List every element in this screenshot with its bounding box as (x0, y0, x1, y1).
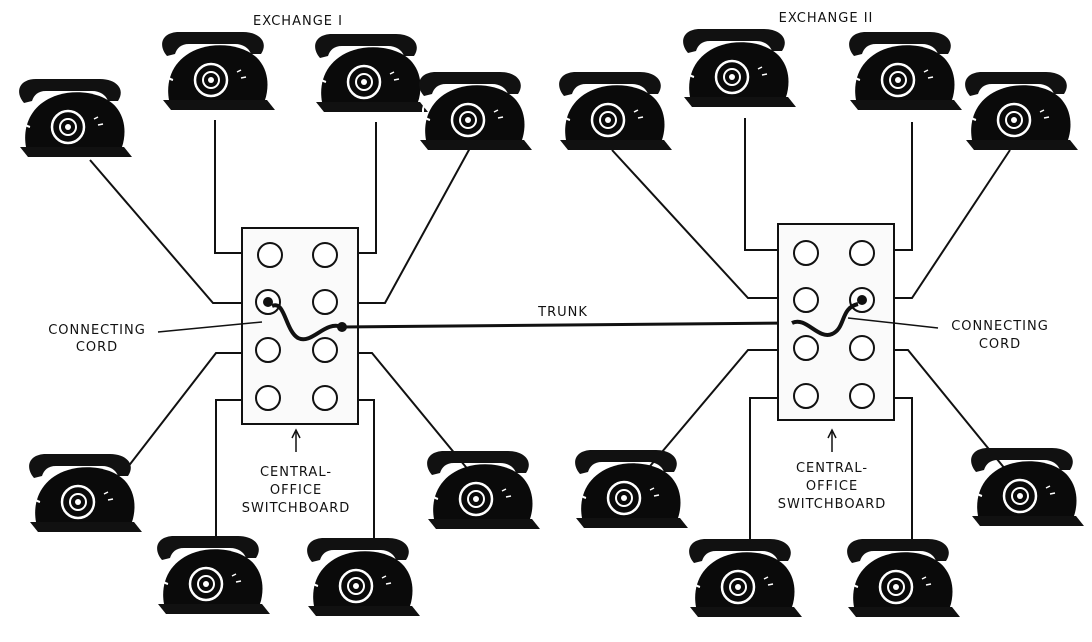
jack-icon (849, 335, 875, 361)
exchange-2-title: EXCHANGE II (779, 11, 874, 26)
jack-icon (312, 289, 338, 315)
telephone-icon (847, 30, 964, 112)
telephone-icon (27, 452, 144, 534)
telephone-icon (845, 537, 962, 619)
svg-text:CORD: CORD (76, 340, 118, 355)
exchange-2-wires (611, 118, 1011, 550)
jack-icon (793, 335, 819, 361)
connecting-cord-2 (791, 302, 859, 337)
switchboard-label-1: CENTRAL- OFFICE SWITCHBOARD (242, 428, 351, 516)
exchange-1-title: EXCHANGE I (253, 14, 343, 29)
jack-icon (793, 240, 819, 266)
telephone-icon (969, 446, 1086, 528)
jack-icon (849, 240, 875, 266)
telephone-icon (963, 70, 1080, 152)
connecting-cord-label-1: CONNECTING CORD (48, 321, 263, 355)
switchboard-2 (777, 223, 895, 421)
svg-text:OFFICE: OFFICE (806, 479, 858, 494)
telephone-icon (557, 70, 674, 152)
telephone-icon (160, 30, 277, 112)
trunk-line: TRUNK (341, 305, 797, 329)
jack-icon (255, 385, 281, 411)
connecting-cord-label-2: CONNECTING CORD (847, 317, 1049, 352)
exchange-1: EXCHANGE I (17, 14, 542, 618)
svg-text:CONNECTING: CONNECTING (48, 323, 146, 338)
exchange-1-wires (89, 120, 471, 545)
switchboard-label-2: CENTRAL- OFFICE SWITCHBOARD (778, 428, 887, 512)
svg-text:CORD: CORD (979, 337, 1021, 352)
connecting-cord-1 (271, 303, 343, 342)
telephone-icon (17, 77, 134, 159)
telephone-icon (417, 70, 534, 152)
trunk-label: TRUNK (537, 305, 588, 320)
telephone-icon (155, 534, 272, 616)
jack-icon (312, 242, 338, 268)
svg-text:CONNECTING: CONNECTING (951, 319, 1049, 334)
svg-text:SWITCHBOARD: SWITCHBOARD (778, 497, 887, 512)
telephone-icon (305, 536, 422, 618)
telephone-icon (425, 449, 542, 531)
jack-icon (793, 383, 819, 409)
jack-icon (257, 242, 283, 268)
jack-icon (849, 383, 875, 409)
jack-icon (255, 337, 281, 363)
switchboard-1 (241, 227, 359, 425)
jack-icon (312, 385, 338, 411)
telephone-icon (687, 537, 804, 619)
svg-text:OFFICE: OFFICE (270, 483, 322, 498)
telephone-icon (573, 448, 690, 530)
svg-text:CENTRAL-: CENTRAL- (796, 461, 868, 476)
jack-icon (312, 337, 338, 363)
telephone-icon (313, 32, 430, 114)
svg-text:SWITCHBOARD: SWITCHBOARD (242, 501, 351, 516)
exchange-2: EXCHANGE II CONNECTING CORD (557, 11, 1086, 619)
jack-icon (793, 287, 819, 313)
svg-text:CENTRAL-: CENTRAL- (260, 465, 332, 480)
telephone-icon (681, 27, 798, 109)
